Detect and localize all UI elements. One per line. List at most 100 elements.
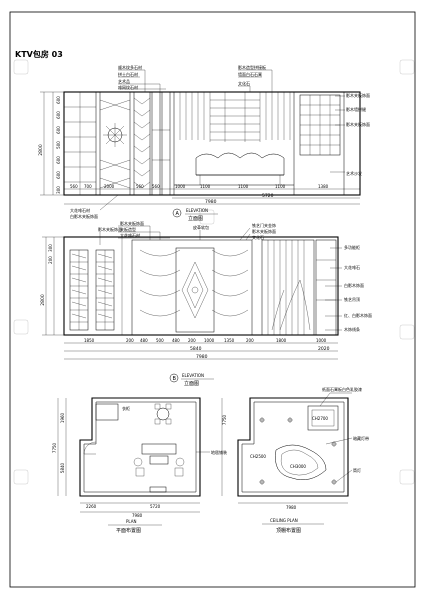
ceiling-total-dim: 7980 <box>286 505 297 510</box>
height-dim-b-3: 200 <box>48 256 53 264</box>
watermark-pattern <box>13 59 415 485</box>
stone-strips <box>151 91 171 196</box>
ceiling-note-2: 暗藏灯带 <box>353 435 369 441</box>
elevation-b-title-en: ELEVATION <box>182 373 204 378</box>
bottom-dim-a-9: 1100 <box>275 184 286 189</box>
ceiling-lights <box>259 417 337 485</box>
bottom-dim-b-11: 1000 <box>316 338 327 343</box>
sub-total-dim-a: 5720 <box>262 193 274 199</box>
curved-wall-panels <box>131 239 253 336</box>
callout-a-7: 文化石 <box>238 80 250 86</box>
callout-b-14: 木饰线条 <box>344 326 360 332</box>
plan-door-swing <box>83 441 97 455</box>
callout-b-10: 大花啡石 <box>344 264 360 270</box>
callout-b-12: 铁艺吊顶 <box>344 296 360 302</box>
callout-a-12: 大花啡石材 <box>70 207 90 213</box>
plan-left-dim-3: 7750 <box>52 442 57 453</box>
callout-a-1: 顺木纹多石材 <box>118 64 142 70</box>
ceiling-left-dim: 7750 <box>222 414 227 425</box>
bottom-dim-a-5: 560 <box>152 184 160 189</box>
bottom-dim-b-2: 200 <box>126 338 134 343</box>
callout-b-7: 影木夹板饰面 <box>252 228 276 234</box>
bottom-dim-b-7: 1000 <box>204 338 215 343</box>
bottom-dim-b-9: 200 <box>246 338 254 343</box>
ceiling-recess-upper <box>307 405 339 431</box>
bottom-dim-b-1: 1850 <box>84 338 95 343</box>
callout-a-4: 啡网纹石材 <box>118 84 138 90</box>
central-door <box>175 247 215 333</box>
callout-a-11: 艺术沙发 <box>346 170 362 176</box>
ceiling-note-1: 纸面石膏板白色乳胶漆 <box>322 386 362 392</box>
elevation-b-dimensions: 2800 300 200 1850 200 480 500 480 200 10… <box>40 236 338 360</box>
callout-a-2: 拼土白石材 <box>118 71 138 77</box>
elevation-a-callouts: 顺木纹多石材 拼土白石材 艺术品 啡网纹石材 影木造型拼接板 墙面白石石膏 文化… <box>70 64 370 219</box>
elevation-a-leaders <box>99 69 345 211</box>
left-dim-a-2: 600 <box>56 111 61 119</box>
elevation-b: 影木夹板饰面 影木夹板饰面 夹板造型 大花啡石材 皮革软包 铁艺门夹金饰 影木夹… <box>40 220 372 387</box>
left-dim-a-6: 600 <box>56 171 61 179</box>
elevation-a-title: A ELEVATION 立面图 <box>172 208 218 222</box>
callout-b-9: 多功能柜 <box>344 244 360 250</box>
bottom-dim-b-6: 200 <box>188 338 196 343</box>
callout-a-13: 白影木夹板饰面 <box>70 213 98 219</box>
total-dim-a: 7980 <box>205 199 217 205</box>
ceiling-label-3: CH3000 <box>290 464 306 469</box>
callout-a-6: 墙面白石石膏 <box>238 71 262 77</box>
plan-carpet-note: 地毯铺装 <box>211 449 227 455</box>
plank-wall <box>173 91 295 196</box>
floor-plan: 衣柜 地毯铺装 1960 5840 7750 2260 <box>52 397 227 534</box>
right-panels-b <box>261 239 337 336</box>
round-table <box>154 403 172 425</box>
bottom-dim-a-6: 1000 <box>175 184 186 189</box>
bottom-dim-a-10: 1380 <box>318 184 329 189</box>
total-dim-b: 7980 <box>196 354 208 360</box>
callout-b-3: 夹板造型 <box>120 226 136 232</box>
left-dim-a-3: 600 <box>56 126 61 134</box>
plan-left-dim-1: 1960 <box>60 412 65 423</box>
right-total-dim-b: 2020 <box>318 346 330 352</box>
plan-top-dim: 2260 <box>86 504 97 509</box>
lattice-screens <box>69 237 123 335</box>
elevation-a-dimensions: 2800 600 600 600 500 600 600 300 560 700… <box>38 91 360 205</box>
plan-left-dim-2: 5840 <box>60 462 65 473</box>
elevation-a: 顺木纹多石材 拼土白石材 艺术品 啡网纹石材 影木造型拼接板 墙面白石石膏 文化… <box>38 64 370 222</box>
elevation-b-title: B ELEVATION 立面图 <box>169 373 214 387</box>
left-dim-a-1: 600 <box>56 96 61 104</box>
callout-b-2: 影木夹板饰面 <box>120 220 144 226</box>
bottom-dim-a-3: 2000 <box>104 184 115 189</box>
plan-tv <box>149 486 167 493</box>
elevation-b-title-cn: 立面图 <box>184 380 199 387</box>
callout-a-3: 艺术品 <box>118 78 130 84</box>
bottom-dim-b-5: 480 <box>172 338 180 343</box>
ceiling-title-en: CEILING PLAN <box>270 518 298 523</box>
bottom-dim-b-3: 480 <box>140 338 148 343</box>
callout-a-9: 影木墙拼缝 <box>346 106 366 112</box>
left-dim-a-4: 500 <box>56 141 61 149</box>
ceiling-note-3: 筒灯 <box>353 467 361 473</box>
sub-total-dim-b: 5840 <box>190 346 202 352</box>
callout-b-1: 影木夹板饰面 <box>98 226 122 232</box>
plan-title-cn: 平面布置图 <box>116 527 141 534</box>
callout-b-6: 铁艺门夹金饰 <box>252 222 276 228</box>
ceiling-label-2: CH2500 <box>250 454 266 459</box>
herringbone-column <box>133 91 151 196</box>
callout-b-4: 大花啡石材 <box>120 232 140 238</box>
callout-a-8: 影木夹板饰面 <box>346 92 370 98</box>
height-dim-b: 2800 <box>40 294 46 306</box>
height-dim-a: 2800 <box>38 144 44 156</box>
ceiling-plan: CH2700 CH2500 CH3000 纸面石膏板白色乳胶漆 暗藏灯带 筒灯 … <box>221 386 369 534</box>
callout-b-13: 红、白影木饰面 <box>344 312 372 318</box>
elevation-a-title-cn: 立面图 <box>188 215 203 222</box>
sofa-set <box>133 443 185 477</box>
ceiling-recess-center <box>275 444 327 480</box>
callout-a-10: 影木夹板饰面 <box>346 121 370 127</box>
height-dim-b-2: 300 <box>48 244 53 252</box>
sheet-frame <box>9 11 416 588</box>
ceiling-title-cn: 顶棚布置图 <box>276 527 301 534</box>
left-dim-a-5: 600 <box>56 156 61 164</box>
sun-panel <box>99 91 131 196</box>
plan-title-en: PLAN <box>126 519 136 524</box>
left-dim-a-7: 300 <box>56 186 61 194</box>
